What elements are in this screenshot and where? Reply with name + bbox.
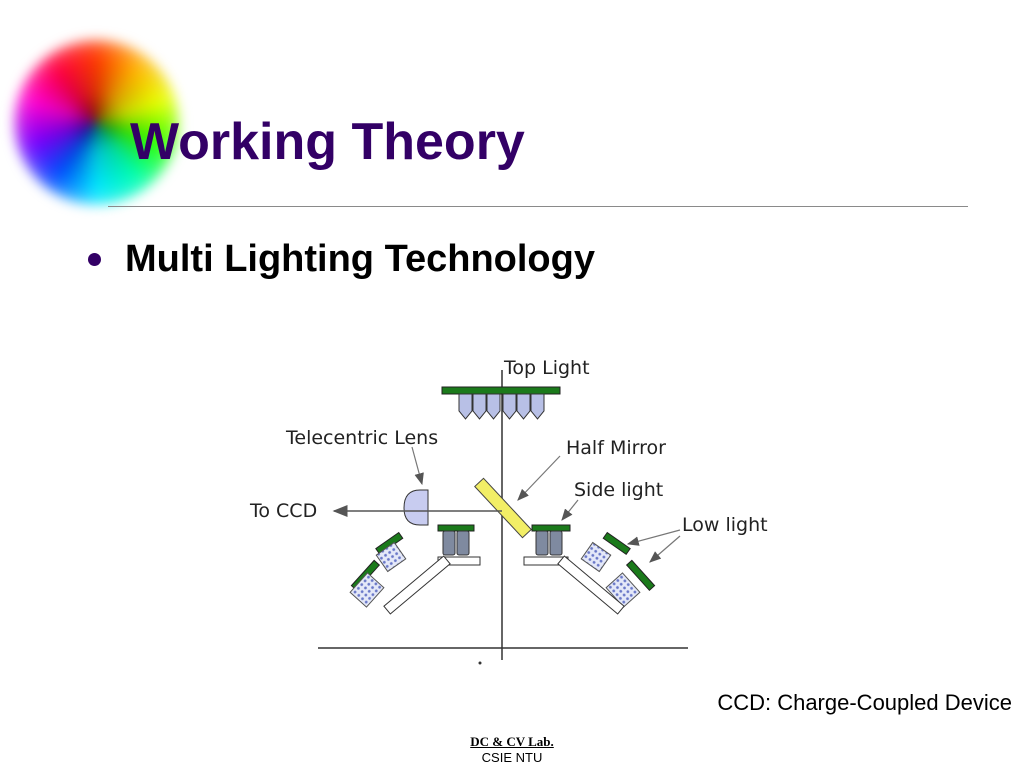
color-wheel-logo [14, 40, 179, 205]
bullet-item: Multi Lighting Technology [88, 238, 595, 281]
label-half-mirror: Half Mirror [566, 437, 666, 459]
top-light-leds [458, 393, 545, 420]
bullet-text: Multi Lighting Technology [125, 238, 595, 280]
leader-side-light [561, 499, 579, 521]
leader-telecentric [411, 446, 424, 486]
top-light-board [441, 386, 561, 395]
slide-title: Working Theory [130, 113, 525, 171]
label-side-light: Side light [574, 479, 663, 501]
label-top-light: Top Light [503, 357, 590, 379]
ccd-caption: CCD: Charge-Coupled Device [717, 690, 1012, 715]
bullet-dot-icon [88, 253, 101, 266]
side-light-left-board [437, 524, 475, 532]
footer: DC & CV Lab. CSIE NTU [0, 734, 1024, 765]
side-light-left-leds [442, 530, 470, 556]
side-light-right-leds [535, 530, 563, 556]
leader-low-light-2 [649, 535, 681, 563]
side-light-right-board [531, 524, 571, 532]
leader-half-mirror [517, 455, 561, 501]
title-divider [108, 206, 968, 207]
low-light-right [557, 531, 656, 615]
footer-lab: DC & CV Lab. [470, 734, 554, 749]
multi-lighting-diagram: Top Light Telecentric Lens Half Mirror S… [249, 357, 768, 665]
footer-org: CSIE NTU [481, 750, 543, 765]
label-to-ccd: To CCD [249, 500, 317, 522]
telecentric-lens [403, 489, 429, 526]
leader-low-light-1 [626, 529, 681, 546]
label-low-light: Low light [682, 514, 768, 536]
half-mirror [474, 477, 532, 539]
axis-end-dot [478, 661, 482, 665]
low-light-left [349, 531, 451, 615]
label-telecentric-lens: Telecentric Lens [285, 427, 438, 449]
